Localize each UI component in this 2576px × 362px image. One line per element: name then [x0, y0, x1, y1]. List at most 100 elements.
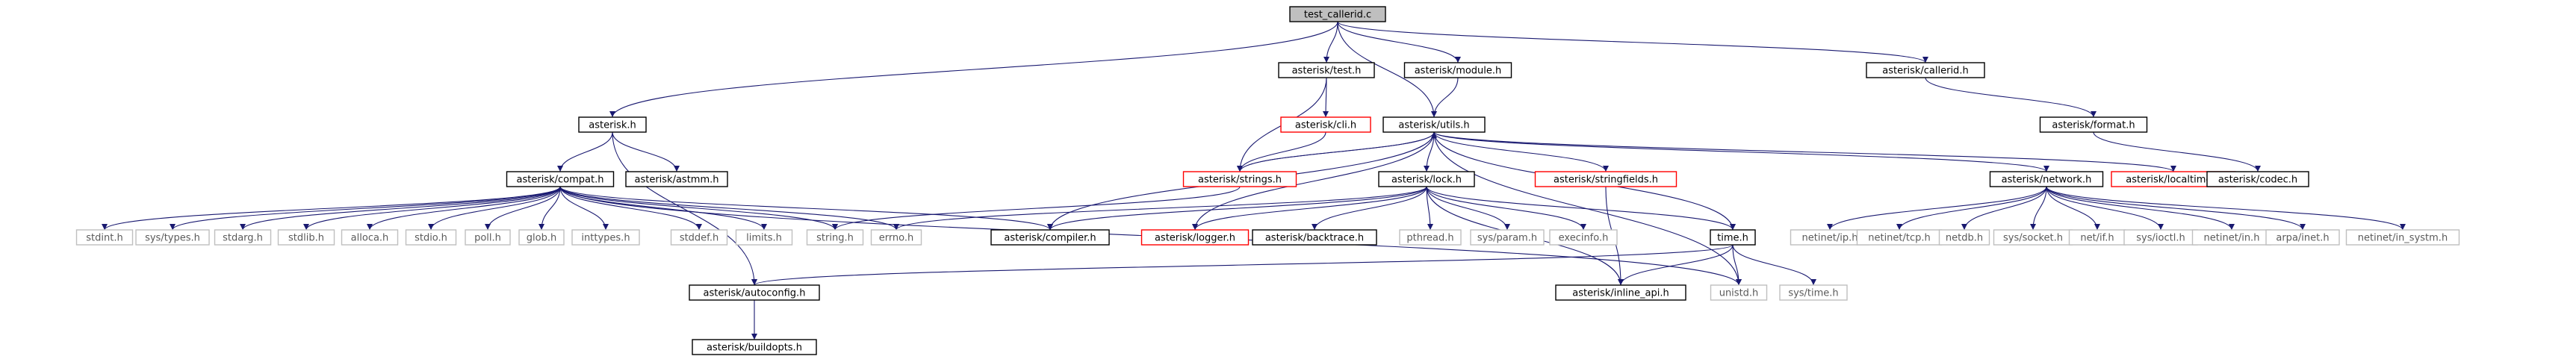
edge-test-callerid-c-to-asterisk-h	[609, 21, 1338, 118]
node-asterisk-compat-h[interactable]: asterisk/compat.h	[506, 171, 615, 187]
node-asterisk-h[interactable]: asterisk.h	[578, 116, 647, 133]
node-inttypes-h[interactable]: inttypes.h	[571, 229, 640, 246]
node-label: inttypes.h	[581, 233, 630, 244]
node-box	[2345, 229, 2460, 246]
node-arpa-inet-h[interactable]: arpa/inet.h	[2265, 229, 2340, 246]
edge-asterisk-network-h-to-sys-ioctl-h	[2046, 186, 2164, 231]
node-label: netinet/ip.h	[1802, 233, 1858, 244]
node-asterisk-stringfields-h[interactable]: asterisk/stringfields.h	[1534, 171, 1677, 187]
node-box	[2265, 229, 2340, 246]
node-stdlib-h[interactable]: stdlib.h	[277, 229, 335, 246]
edge-time-h-to-unistd-h	[1732, 244, 1742, 286]
node-netdb-h[interactable]: netdb.h	[1938, 229, 1990, 246]
edge-asterisk-compat-h-to-stdarg-h	[240, 186, 561, 231]
edge-time-h-to-sys-time-h	[1732, 244, 1816, 286]
node-netinet-in-systm-h[interactable]: netinet/in_systm.h	[2345, 229, 2460, 246]
node-errno-h[interactable]: errno.h	[870, 229, 922, 246]
node-label: sys/types.h	[145, 233, 200, 244]
node-label: errno.h	[879, 233, 914, 244]
node-box	[1470, 229, 1545, 246]
node-time-h[interactable]: time.h	[1710, 229, 1756, 246]
node-test-callerid-c[interactable]: test_callerid.c	[1289, 6, 1386, 22]
node-label: netinet/in.h	[2204, 233, 2260, 244]
node-net-if-h[interactable]: net/if.h	[2068, 229, 2126, 246]
node-sys-types-h[interactable]: sys/types.h	[135, 229, 210, 246]
node-stdint-h[interactable]: stdint.h	[75, 229, 134, 246]
node-asterisk-strings-h[interactable]: asterisk/strings.h	[1182, 171, 1297, 187]
node-asterisk-compiler-h[interactable]: asterisk/compiler.h	[990, 229, 1110, 246]
node-label: sys/time.h	[1788, 288, 1838, 299]
node-asterisk-cli-h[interactable]: asterisk/cli.h	[1280, 116, 1371, 133]
node-box	[735, 229, 793, 246]
node-label: asterisk/autoconfig.h	[704, 288, 806, 299]
node-asterisk-buildopts-h[interactable]: asterisk/buildopts.h	[692, 339, 817, 355]
node-box	[1710, 229, 1756, 246]
edge-asterisk-h-to-asterisk-autoconfig-h	[612, 131, 757, 286]
edge-asterisk-network-h-to-arpa-inet-h	[2046, 186, 2306, 231]
edge-asterisk-lock-h-to-sys-param-h	[1426, 186, 1510, 231]
node-box	[1989, 171, 2104, 187]
node-label: netdb.h	[1946, 233, 1983, 244]
node-string-h[interactable]: string.h	[806, 229, 864, 246]
node-asterisk-utils-h[interactable]: asterisk/utils.h	[1382, 116, 1486, 133]
node-asterisk-autoconfig-h[interactable]: asterisk/autoconfig.h	[689, 284, 820, 301]
node-sys-socket-h[interactable]: sys/socket.h	[1993, 229, 2073, 246]
node-stdio-h[interactable]: stdio.h	[405, 229, 457, 246]
node-label: asterisk/cli.h	[1295, 120, 1356, 131]
node-label: asterisk/stringfields.h	[1554, 175, 1658, 186]
node-unistd-h[interactable]: unistd.h	[1710, 284, 1768, 301]
node-sys-ioctl-h[interactable]: sys/ioctl.h	[2123, 229, 2198, 246]
node-glob-h[interactable]: glob.h	[518, 229, 565, 246]
node-asterisk-module-h[interactable]: asterisk/module.h	[1403, 62, 1512, 78]
edge-time-h-to-asterisk-autoconfig-h	[751, 244, 1734, 286]
node-box	[1534, 171, 1677, 187]
edge-asterisk-compat-h-to-poll-h	[485, 186, 561, 231]
node-label: pthread.h	[1406, 233, 1453, 244]
node-asterisk-logger-h[interactable]: asterisk/logger.h	[1140, 229, 1250, 246]
node-label: string.h	[816, 233, 854, 244]
node-asterisk-astmm-h[interactable]: asterisk/astmm.h	[625, 171, 728, 187]
edge-asterisk-compat-h-to-stddef-h	[559, 186, 702, 231]
node-asterisk-localtime-h[interactable]: asterisk/localtime.h	[2111, 171, 2236, 187]
node-asterisk-callerid-h[interactable]: asterisk/callerid.h	[1866, 62, 1985, 78]
node-label: asterisk/compat.h	[517, 175, 604, 186]
node-label: asterisk/localtime.h	[2126, 175, 2221, 186]
node-execinfo-h[interactable]: execinfo.h	[1549, 229, 1618, 246]
node-box	[518, 229, 565, 246]
node-pthread-h[interactable]: pthread.h	[1399, 229, 1462, 246]
node-sys-time-h[interactable]: sys/time.h	[1779, 284, 1848, 301]
node-asterisk-codec-h[interactable]: asterisk/codec.h	[2206, 171, 2309, 187]
node-asterisk-test-h[interactable]: asterisk/test.h	[1278, 62, 1375, 78]
node-label: asterisk/test.h	[1292, 66, 1362, 77]
node-label: asterisk/module.h	[1415, 66, 1502, 77]
node-asterisk-backtrace-h[interactable]: asterisk/backtrace.h	[1252, 229, 1377, 246]
node-box	[692, 339, 817, 355]
edge-time-h-to-asterisk-inline-api-h	[1618, 244, 1734, 286]
node-sys-param-h[interactable]: sys/param.h	[1470, 229, 1545, 246]
node-stdarg-h[interactable]: stdarg.h	[214, 229, 272, 246]
node-asterisk-network-h[interactable]: asterisk/network.h	[1989, 171, 2104, 187]
node-limits-h[interactable]: limits.h	[735, 229, 793, 246]
node-alloca-h[interactable]: alloca.h	[341, 229, 399, 246]
node-netinet-ip-h[interactable]: netinet/ip.h	[1790, 229, 1870, 246]
node-asterisk-inline-api-h[interactable]: asterisk/inline_api.h	[1555, 284, 1686, 301]
edge-asterisk-compat-h-to-errno-h	[559, 186, 899, 231]
node-stddef-h[interactable]: stddef.h	[670, 229, 728, 246]
node-asterisk-lock-h[interactable]: asterisk/lock.h	[1378, 171, 1475, 187]
node-netinet-tcp-h[interactable]: netinet/tcp.h	[1856, 229, 1943, 246]
node-asterisk-format-h[interactable]: asterisk/format.h	[2039, 116, 2148, 133]
node-label: asterisk/logger.h	[1155, 233, 1235, 244]
node-label: arpa/inet.h	[2276, 233, 2329, 244]
node-box	[1549, 229, 1618, 246]
node-box	[75, 229, 134, 246]
edge-asterisk-lock-h-to-time-h	[1426, 186, 1736, 231]
node-box	[1140, 229, 1250, 246]
node-poll-h[interactable]: poll.h	[465, 229, 511, 246]
node-box	[1278, 62, 1375, 78]
node-label: asterisk/buildopts.h	[707, 343, 802, 354]
node-box	[1866, 62, 1985, 78]
node-label: asterisk/astmm.h	[634, 175, 719, 186]
node-box	[1182, 171, 1297, 187]
node-netinet-in-h[interactable]: netinet/in.h	[2191, 229, 2272, 246]
node-label: asterisk/callerid.h	[1882, 66, 1968, 77]
